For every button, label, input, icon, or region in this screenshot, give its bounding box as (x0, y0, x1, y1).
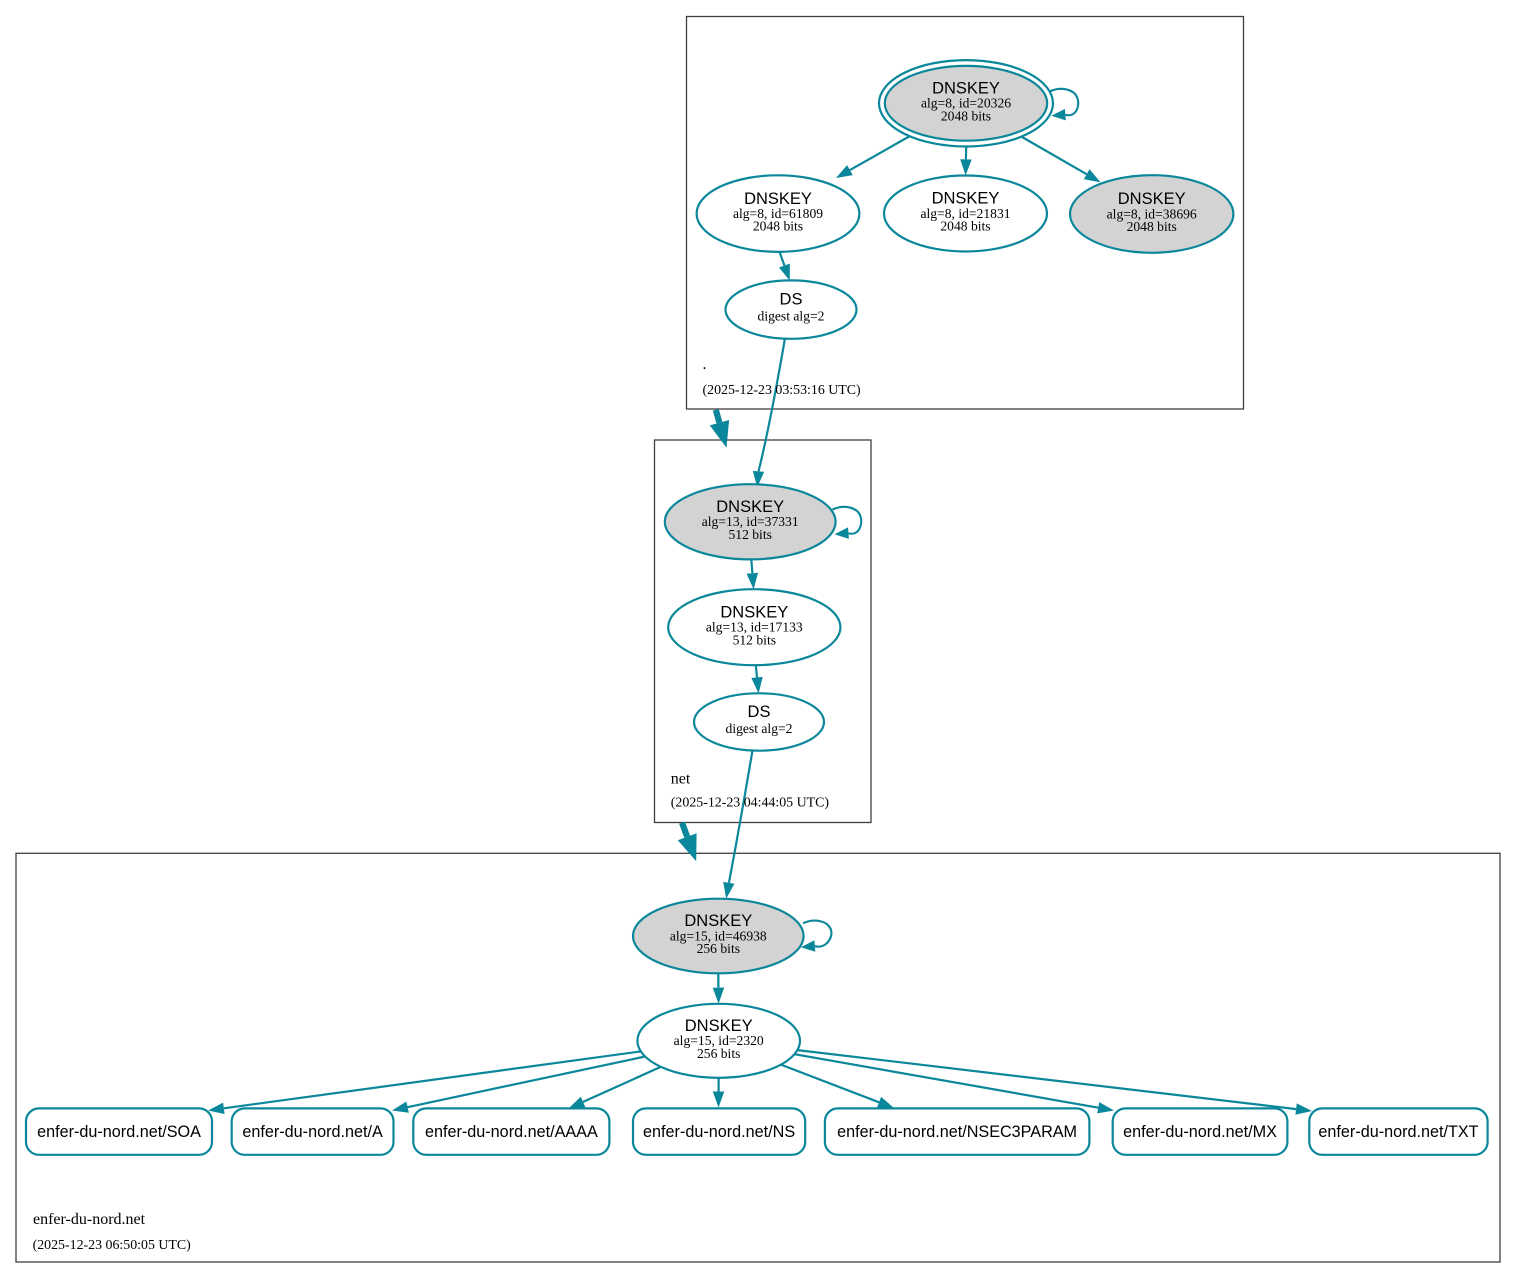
svg-text:digest alg=2: digest alg=2 (726, 721, 793, 736)
svg-text:net: net (671, 771, 691, 788)
svg-text:2048 bits: 2048 bits (941, 108, 991, 123)
svg-text:enfer-du-nord.net/A: enfer-du-nord.net/A (242, 1123, 383, 1141)
svg-text:(2025-12-23 06:50:05 UTC): (2025-12-23 06:50:05 UTC) (33, 1238, 192, 1253)
svg-text:enfer-du-nord.net/NS: enfer-du-nord.net/NS (643, 1123, 795, 1141)
svg-text:2048 bits: 2048 bits (1127, 219, 1177, 234)
svg-text:2048 bits: 2048 bits (753, 219, 803, 234)
svg-text:(2025-12-23 03:53:16 UTC): (2025-12-23 03:53:16 UTC) (703, 383, 862, 398)
svg-text:enfer-du-nord.net: enfer-du-nord.net (33, 1211, 146, 1228)
svg-text:256 bits: 256 bits (697, 941, 740, 956)
svg-text:DS: DS (780, 291, 803, 309)
svg-text:DS: DS (748, 703, 771, 721)
svg-text:512 bits: 512 bits (733, 632, 776, 647)
svg-text:enfer-du-nord.net/NSEC3PARAM: enfer-du-nord.net/NSEC3PARAM (837, 1123, 1077, 1141)
svg-text:512 bits: 512 bits (728, 527, 771, 542)
svg-text:enfer-du-nord.net/AAAA: enfer-du-nord.net/AAAA (425, 1123, 598, 1141)
svg-text:256 bits: 256 bits (697, 1046, 740, 1061)
svg-text:(2025-12-23 04:44:05 UTC): (2025-12-23 04:44:05 UTC) (671, 796, 830, 811)
svg-text:enfer-du-nord.net/MX: enfer-du-nord.net/MX (1123, 1123, 1277, 1141)
svg-text:enfer-du-nord.net/SOA: enfer-du-nord.net/SOA (37, 1123, 201, 1141)
svg-text:digest alg=2: digest alg=2 (758, 309, 825, 324)
svg-text:.: . (703, 356, 707, 373)
svg-text:2048 bits: 2048 bits (940, 219, 990, 234)
svg-text:enfer-du-nord.net/TXT: enfer-du-nord.net/TXT (1318, 1123, 1478, 1141)
